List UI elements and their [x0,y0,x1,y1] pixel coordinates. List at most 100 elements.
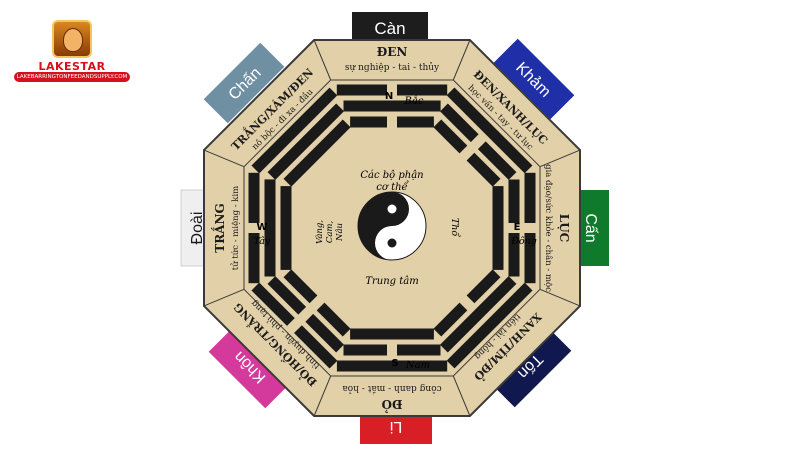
sector-divider [539,288,581,307]
trigram-bar [446,87,533,174]
trigram-bar [280,186,292,270]
compass-south: S Nam [391,358,430,371]
center-line2: cơ thể [376,181,409,193]
trigram-bar [508,233,520,277]
compass-north: N Bắc [385,91,424,107]
trigram-bar [267,276,307,315]
center-right: Thổ [449,218,461,237]
sector-n: ĐEN sự nghiệp - tai - thủy [345,45,440,73]
center-left1: Vàng, [314,220,325,244]
trigram-bar [524,233,536,284]
lakestar-logo: LAKESTAR LAKEBARRINGTONFEEDANDSUPPLY.COM [14,20,130,82]
tab-can-e: Cấn [575,190,609,266]
tab-li: Li [360,412,432,444]
trigram-bar [433,302,468,337]
logo-name: LAKESTAR [38,60,106,73]
trigram-w [248,172,292,284]
trigram-bar [397,116,434,128]
trigram-bar [433,119,468,154]
center-line1: Các bộ phận [360,170,423,181]
trigram-n [336,84,448,128]
trigram-bar [267,103,344,180]
center-left3: Nâu [334,223,345,242]
sector-divider [539,149,581,168]
trigram-bar [477,141,517,180]
compass-east-letter: E [514,222,521,233]
compass-west-letter: W [256,222,267,233]
trigram-bar [397,84,448,96]
trigram-bar [251,87,338,174]
sector-w-title: TRẮNG [210,203,227,252]
sector-w: TRẮNG tử tức - miệng - kim [210,186,241,270]
trigram-bar [305,313,344,353]
trigram-nw [251,87,351,187]
trigram-e [492,172,536,284]
sector-dividers [203,39,581,417]
compass-south-letter: S [391,358,398,369]
sector-divider [452,39,471,81]
compass-north-letter: N [385,91,393,102]
center-left2: Cam, [325,221,335,244]
trigram-bar [316,302,351,337]
trigram-bar [508,179,520,223]
trigram-bar [336,360,448,372]
trigram-bar [524,172,536,223]
yin-yang-icon [357,191,427,261]
sector-s: ĐỎ công danh - mắt - hỏa [342,383,442,414]
sector-n-sub: sự nghiệp - tai - thủy [345,62,440,73]
center-area: Các bộ phận cơ thể Trung tâm Vàng, Cam, … [314,170,461,287]
trigram-bar [397,344,441,356]
compass-west: W Tây [254,222,271,247]
trigram-bar [336,84,387,96]
trigrams [248,84,536,372]
tab-li-label: Li [390,418,402,435]
trigram-bar [440,276,517,353]
trigram-sw [251,269,351,369]
trigram-ne [433,87,533,187]
trigram-se [433,269,533,369]
yin-yang-dot-dark [387,238,397,248]
tab-can-e-label: Cấn [582,213,599,242]
compass-south-name: Nam [405,360,430,371]
compass-west-name: Tây [254,236,271,247]
compass-east: E Đông [510,222,537,247]
trigram-bar [294,325,338,369]
sector-divider [452,375,471,417]
trigram-s [336,328,448,372]
sector-divider [203,288,245,307]
trigram-bar [251,282,295,326]
trigram-bar [492,186,504,270]
trigram-bar [283,269,318,304]
sector-divider [313,375,332,417]
logo-badge-icon [52,20,92,58]
sector-s-sub: công danh - mắt - hỏa [342,383,442,395]
sector-divider [313,39,332,81]
trigram-bar [350,116,387,128]
trigram-bar [264,179,276,277]
compass-north-name: Bắc [404,95,424,107]
tab-doai-label: Đoài [189,212,206,245]
sector-e-title: LỤC [557,214,571,242]
trigram-bar [343,344,387,356]
sector-s-title: ĐỎ [382,397,403,414]
yin-yang-dot-light [387,204,397,214]
trigram-bar [248,172,260,223]
sector-w-sub: tử tức - miệng - kim [230,186,241,270]
trigram-bar [466,152,501,187]
sector-n-title: ĐEN [377,45,408,59]
trigram-bar [343,100,441,112]
trigram-bar [466,269,501,304]
trigram-bar [283,119,351,187]
tab-can-label: Càn [374,19,405,38]
compass-east-name: Đông [510,236,537,247]
sector-e-sub: gia đạo/sức khỏe - chân - mộc [543,164,554,292]
logo-url: LAKEBARRINGTONFEEDANDSUPPLY.COM [14,72,130,82]
trigram-bar [446,282,533,369]
trigram-bar [248,233,260,284]
center-bottom: Trung tâm [365,276,418,287]
trigram-bar [350,328,434,340]
trigram-bar [440,103,479,143]
sector-divider [203,149,245,168]
